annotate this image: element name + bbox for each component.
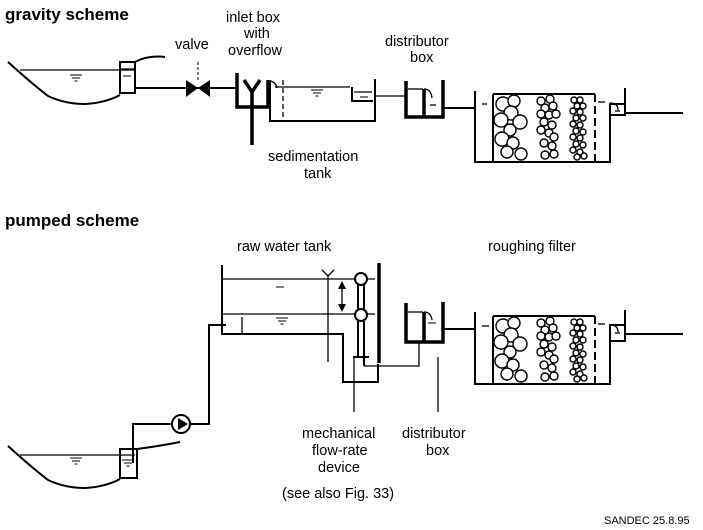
see-also-note: (see also Fig. 33): [282, 486, 394, 502]
roughing-filter-label: roughing filter: [488, 239, 576, 255]
pumped-suction-pipe: [132, 423, 172, 463]
valve-label: valve: [175, 37, 209, 53]
inlet-box-label-3: overflow: [228, 43, 283, 59]
sedimentation-label-2: tank: [304, 166, 332, 182]
raw-water-tank-label: raw water tank: [237, 239, 332, 255]
mechanical-flow-rate-device: [353, 263, 420, 412]
credit-label: SANDEC 25.8.95: [604, 515, 690, 527]
pumped-distributor-box: [404, 302, 445, 412]
gravity-river-intake: [7, 55, 166, 106]
inlet-box-label-2: with: [243, 26, 270, 42]
mechanical-label-3: device: [318, 460, 360, 476]
gravity-distributor-label-2: box: [410, 50, 434, 66]
pumped-river-intake: [7, 441, 181, 490]
gravity-scheme-heading: gravity scheme: [5, 5, 129, 24]
mechanical-label-1: mechanical: [302, 426, 375, 442]
pumped-roughing-filter: [474, 310, 683, 385]
inlet-box-with-overflow: [235, 73, 270, 145]
pumped-distributor-label-2: box: [426, 443, 450, 459]
gravity-distributor-label-1: distributor: [385, 34, 449, 50]
mechanical-label-2: flow-rate: [312, 443, 368, 459]
gravity-distributor-box: [404, 80, 445, 119]
pumped-rising-pipe: [190, 324, 226, 425]
inlet-box-label-1: inlet box: [226, 10, 281, 26]
pump-icon: [171, 414, 191, 434]
valve-icon: [186, 62, 210, 97]
raw-water-tank: [221, 265, 379, 383]
sedimentation-tank: [269, 79, 376, 122]
pumped-distributor-label-1: distributor: [402, 426, 466, 442]
sedimentation-label-1: sedimentation: [268, 149, 358, 165]
pumped-scheme-heading: pumped scheme: [5, 211, 139, 230]
gravity-roughing-filter: [474, 88, 683, 163]
